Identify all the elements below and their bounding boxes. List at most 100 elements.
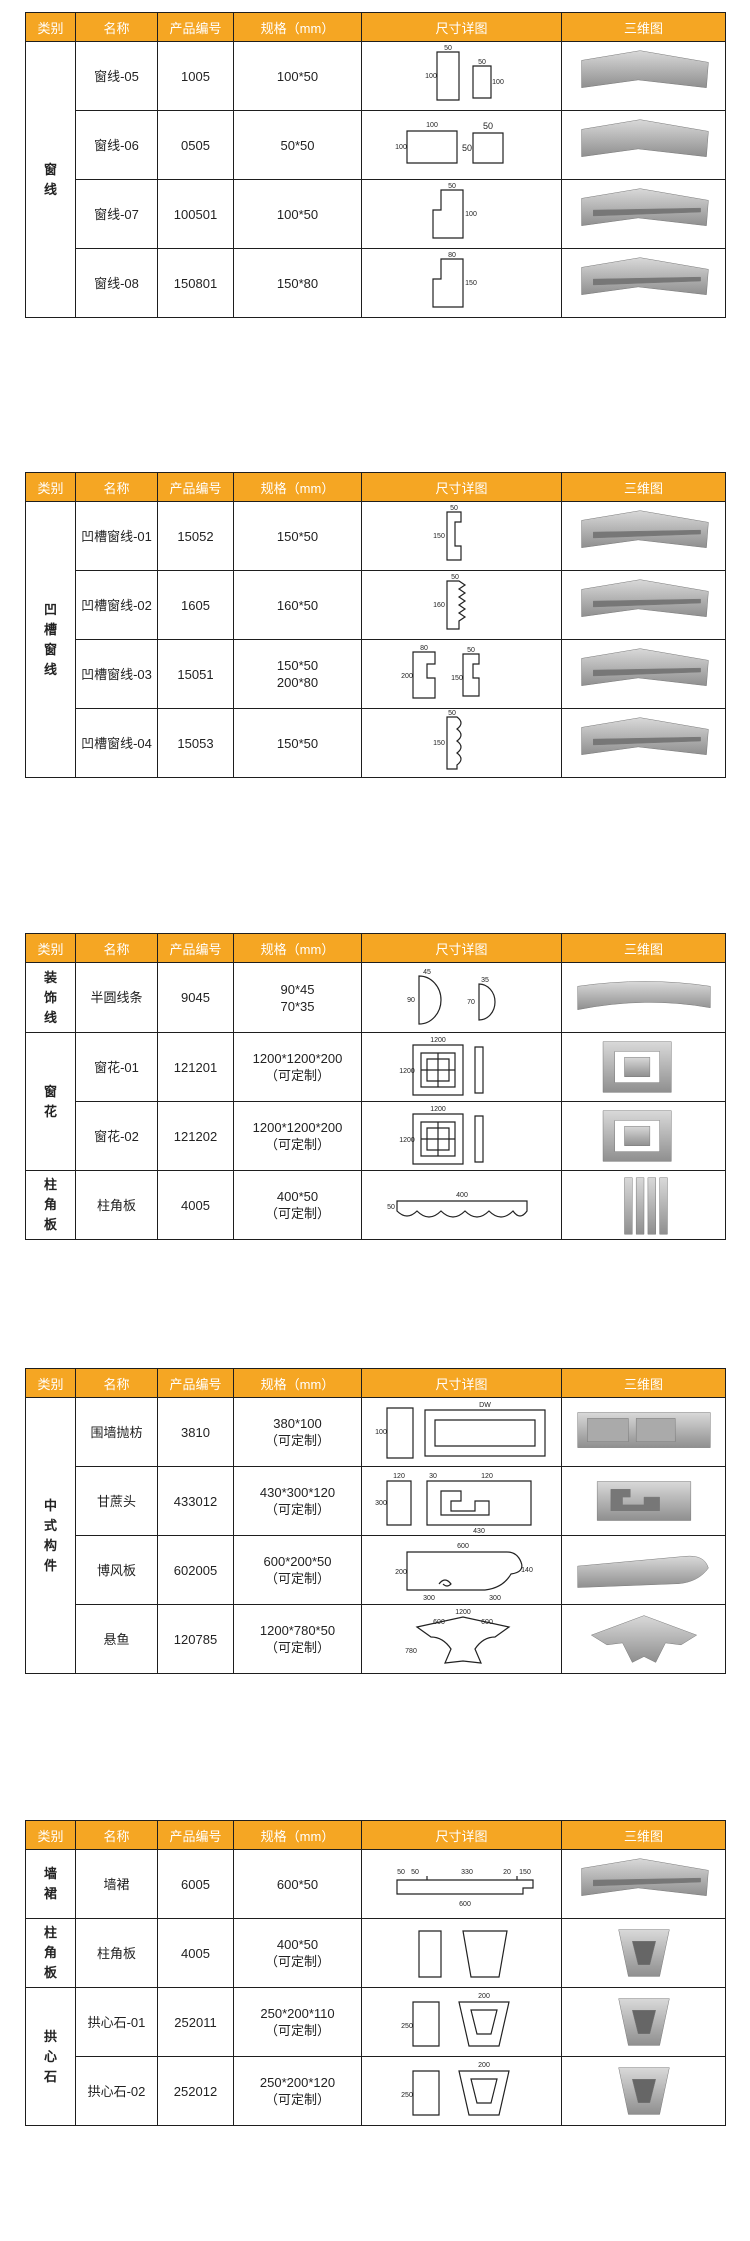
dimension-label: 200 [395, 1569, 407, 1576]
dimension-label: 100 [425, 73, 437, 80]
render-serrated-profile-icon [580, 579, 709, 617]
table-header-row: 类别名称产品编号规格（mm）尺寸详图三维图 [25, 472, 726, 502]
column-header: 产品编号 [157, 1820, 234, 1850]
product-code: 100501 [157, 179, 234, 249]
render-keystone-icon [617, 2067, 670, 2115]
product-spec: 1200*1200*200（可定制） [233, 1032, 362, 1102]
render-image-cell [561, 962, 726, 1033]
column-header: 名称 [75, 12, 158, 42]
product-name: 凹槽窗线-04 [75, 708, 158, 778]
dimension-drawing-cell [361, 1918, 562, 1988]
table-header-row: 类别名称产品编号规格（mm）尺寸详图三维图 [25, 12, 726, 42]
render-image-cell [561, 501, 726, 571]
render-wall-beam-icon [576, 1412, 711, 1448]
product-spec: 160*50 [233, 570, 362, 640]
dimension-label: 70 [467, 999, 475, 1006]
spec-line: 600*50 [276, 1876, 319, 1892]
category-char: 柱 [43, 1925, 57, 1940]
spec-line: 250*200*110 [260, 2006, 335, 2021]
render-groove-profile-icon [580, 510, 709, 548]
category-char: 槽 [43, 621, 57, 637]
dimension-label: 1200 [430, 1037, 446, 1044]
product-spec: 250*200*110（可定制） [233, 1987, 362, 2057]
product-code: 433012 [157, 1466, 234, 1536]
product-spec: 380*100 （可定制） [233, 1397, 362, 1467]
product-name: 窗花-02 [75, 1101, 158, 1171]
product-spec: 1200*1200*200（可定制） [233, 1101, 362, 1171]
category-cell: 柱角板 [25, 1170, 76, 1240]
dimension-label: 150 [451, 675, 463, 682]
dimension-label: 160 [433, 602, 445, 609]
dimension-label: 50 [450, 505, 458, 512]
dimension-label: 100 [395, 144, 407, 151]
column-header: 规格（mm） [233, 12, 362, 42]
spec-line: 380*100 [273, 1416, 322, 1431]
category-char: 饰 [43, 989, 57, 1005]
dimension-label: 100 [426, 122, 438, 129]
render-trapezoid-block-icon [617, 1929, 670, 1977]
spec-line: 90*45 [280, 981, 315, 997]
dimension-label: 30 [429, 1473, 437, 1480]
render-image-cell [561, 570, 726, 640]
column-header: 规格（mm） [233, 472, 362, 502]
product-spec: 600*200*50（可定制） [233, 1535, 362, 1605]
column-header: 产品编号 [157, 933, 234, 963]
product-code: 120785 [157, 1604, 234, 1674]
render-image-cell [561, 1849, 726, 1919]
render-image-cell [561, 708, 726, 778]
dimension-label: 50 [448, 710, 456, 717]
product-name: 墙裙 [75, 1849, 158, 1919]
spec-line: 160*50 [276, 597, 319, 613]
product-code: 15053 [157, 708, 234, 778]
table-header-row: 类别名称产品编号规格（mm）尺寸详图三维图 [25, 1368, 726, 1398]
column-header: 规格（mm） [233, 933, 362, 963]
spec-line: （可定制） [264, 1433, 330, 1448]
product-code: 4005 [157, 1918, 234, 1988]
category-cell: 窗花 [25, 1032, 76, 1171]
render-wainscot-profile-icon [580, 1858, 709, 1896]
render-image-cell [561, 1101, 726, 1171]
product-code: 602005 [157, 1535, 234, 1605]
dimension-label: 430 [473, 1528, 485, 1535]
render-image-cell [561, 41, 726, 111]
column-header: 三维图 [561, 1368, 726, 1398]
category-char: 花 [43, 1103, 57, 1119]
dimension-label: 50 [482, 121, 492, 131]
category-char: 构 [43, 1537, 57, 1553]
category-char: 心 [43, 2048, 57, 2064]
render-image-cell [561, 1535, 726, 1605]
product-code: 121202 [157, 1101, 234, 1171]
product-spec: 1200*780*50（可定制） [233, 1604, 362, 1674]
product-code: 3810 [157, 1397, 234, 1467]
dimension-label: 600 [433, 1619, 445, 1626]
product-name: 窗线-05 [75, 41, 158, 111]
dimension-label: 600 [457, 1543, 469, 1550]
dimension-label: 300 [423, 1595, 435, 1602]
category-char: 凹 [43, 601, 57, 617]
render-lattice-window-icon [602, 1110, 672, 1162]
column-header: 规格（mm） [233, 1368, 362, 1398]
category-char: 板 [43, 1217, 57, 1232]
spec-line: 1200*1200*200 [252, 1051, 343, 1066]
category-cell: 窗线 [25, 41, 76, 318]
dimension-label: 100 [375, 1429, 387, 1436]
